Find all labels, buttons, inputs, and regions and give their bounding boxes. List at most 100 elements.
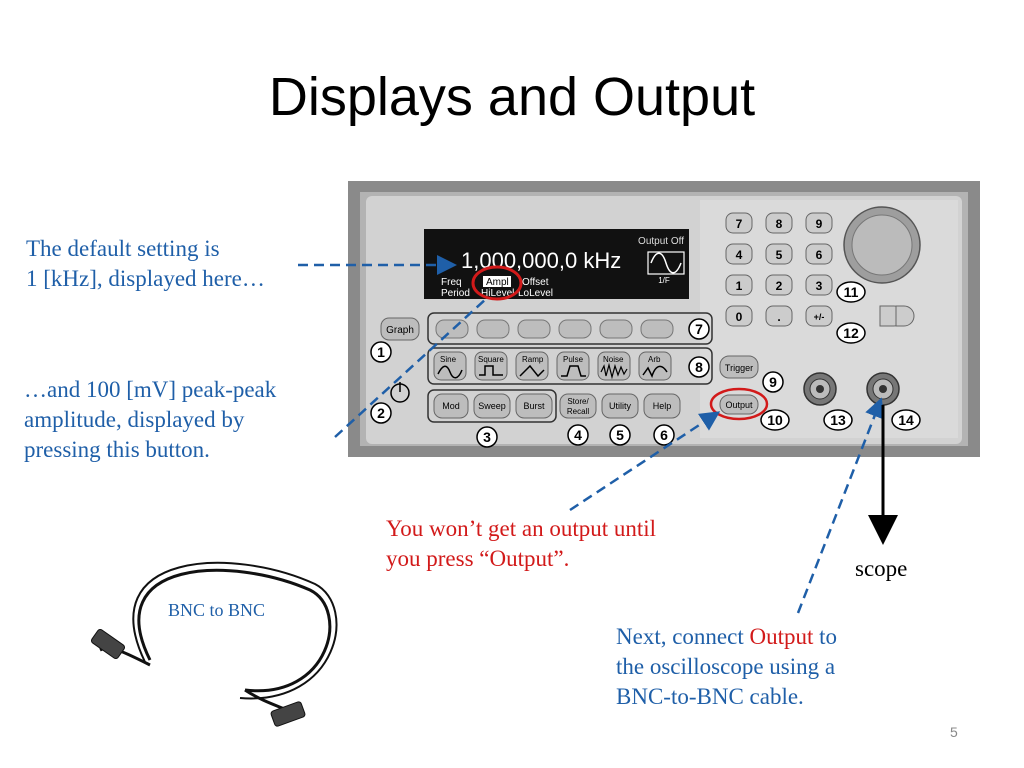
output-highlight-ring (709, 387, 769, 421)
mod-button[interactable]: Mod (433, 393, 469, 419)
softkey-lolevel: LoLevel (518, 288, 553, 299)
svg-text:13: 13 (830, 412, 846, 428)
svg-text:9: 9 (769, 374, 777, 390)
svg-text:Sine: Sine (440, 355, 457, 364)
svg-text:Recall: Recall (567, 407, 589, 416)
callout-8: 8 (688, 356, 710, 378)
key-0: 0 (725, 305, 753, 327)
key-dot: . (765, 305, 793, 327)
note-default-setting: The default setting is 1 [kHz], displaye… (26, 236, 265, 291)
sine-button[interactable]: Sine (433, 351, 467, 381)
key-7: 7 (725, 212, 753, 234)
note-connect-output: Next, connect Output to the oscilloscope… (616, 624, 838, 709)
square-wave-icon (479, 365, 503, 376)
page-number: 5 (950, 724, 958, 740)
callout-7: 7 (688, 318, 710, 340)
noise-button[interactable]: Noise (597, 351, 631, 381)
svg-text:2: 2 (377, 405, 385, 421)
svg-text:9: 9 (816, 217, 823, 231)
utility-button[interactable]: Utility (601, 393, 639, 419)
mod-group (427, 389, 557, 423)
softkey-period: Period (441, 288, 470, 299)
svg-text:4: 4 (736, 248, 743, 262)
svg-text:Noise: Noise (603, 355, 624, 364)
svg-text:Trigger: Trigger (725, 363, 753, 373)
svg-text:Output: Output (725, 400, 753, 410)
graph-button[interactable]: Graph (380, 317, 420, 341)
key-5: 5 (765, 243, 793, 265)
svg-text:Arb: Arb (648, 355, 661, 364)
svg-text:7: 7 (695, 321, 703, 337)
slide-title: Displays and Output (268, 67, 756, 127)
ramp-button[interactable]: Ramp (515, 351, 549, 381)
svg-text:5: 5 (616, 427, 624, 443)
period-hint: 1/F (658, 276, 670, 285)
svg-text:Ramp: Ramp (522, 355, 544, 364)
key-plus-minus: +/- (805, 305, 833, 327)
svg-text:6: 6 (660, 427, 668, 443)
svg-text:1: 1 (377, 344, 385, 360)
svg-text:Graph: Graph (386, 325, 414, 336)
svg-text:Store/: Store/ (567, 397, 589, 406)
svg-text:8: 8 (776, 217, 783, 231)
bnc-cable-image (90, 561, 338, 727)
svg-text:3: 3 (483, 429, 491, 445)
keypad[interactable]: 7 8 9 4 5 6 1 2 3 0 . +/- (725, 212, 833, 327)
noise-wave-icon (600, 362, 628, 380)
scope-label: scope (855, 556, 908, 581)
arrow-to-bnc (796, 397, 884, 614)
square-button[interactable]: Square (474, 351, 508, 381)
arrow-to-ampl (334, 297, 488, 438)
callout-1: 1 (370, 341, 392, 363)
callout-13: 13 (823, 409, 853, 431)
callout-numbers: 1 2 3 4 5 6 7 8 9 10 11 12 13 14 (370, 281, 921, 448)
trigger-button[interactable]: Trigger (719, 355, 759, 379)
pulse-wave-icon (561, 365, 586, 377)
svg-text:3: 3 (816, 279, 823, 293)
svg-text:Mod: Mod (442, 401, 460, 411)
bnc-cable-label: BNC to BNC (168, 600, 266, 620)
display-status: Output Off (638, 236, 684, 247)
callout-12: 12 (836, 322, 866, 344)
softkey-hilevel: HiLevel (481, 288, 514, 299)
callout-2: 2 (370, 402, 392, 424)
svg-text:Utility: Utility (609, 401, 631, 411)
svg-text:10: 10 (767, 412, 783, 428)
arb-wave-icon (642, 365, 668, 378)
ramp-wave-icon (519, 364, 545, 378)
burst-button[interactable]: Burst (515, 393, 553, 419)
key-2: 2 (765, 274, 793, 296)
callout-14: 14 (891, 409, 921, 431)
ampl-highlight-ring (471, 265, 523, 301)
help-button[interactable]: Help (643, 393, 681, 419)
callout-3: 3 (476, 426, 498, 448)
arb-button[interactable]: Arb (638, 351, 672, 381)
svg-text:6: 6 (816, 248, 823, 262)
svg-text:0: 0 (736, 310, 743, 324)
sine-icon (437, 365, 463, 379)
arrow-keys[interactable] (879, 305, 915, 327)
svg-text:7: 7 (736, 217, 743, 231)
svg-text:12: 12 (843, 325, 859, 341)
pulse-button[interactable]: Pulse (556, 351, 590, 381)
sine-glyph-box (647, 251, 685, 275)
output-button[interactable]: Output (719, 394, 759, 415)
key-8: 8 (765, 212, 793, 234)
lcd-display (424, 229, 689, 299)
softkey-offset: Offset (522, 277, 549, 288)
svg-text:1: 1 (736, 279, 743, 293)
sweep-button[interactable]: Sweep (473, 393, 511, 419)
store-recall-button[interactable]: Store/ Recall (559, 393, 597, 419)
callout-5: 5 (609, 424, 631, 446)
sync-bnc-connector[interactable] (803, 372, 837, 406)
output-bnc-connector[interactable] (866, 372, 900, 406)
key-1: 1 (725, 274, 753, 296)
waveform-group (427, 347, 713, 385)
callout-6: 6 (653, 424, 675, 446)
svg-text:4: 4 (574, 427, 582, 443)
softkey-freq: Freq (441, 277, 462, 288)
callout-4: 4 (567, 424, 589, 446)
note-amplitude: …and 100 [mV] peak-peak amplitude, displ… (24, 377, 277, 462)
softkey-buttons[interactable] (435, 319, 674, 339)
key-3: 3 (805, 274, 833, 296)
